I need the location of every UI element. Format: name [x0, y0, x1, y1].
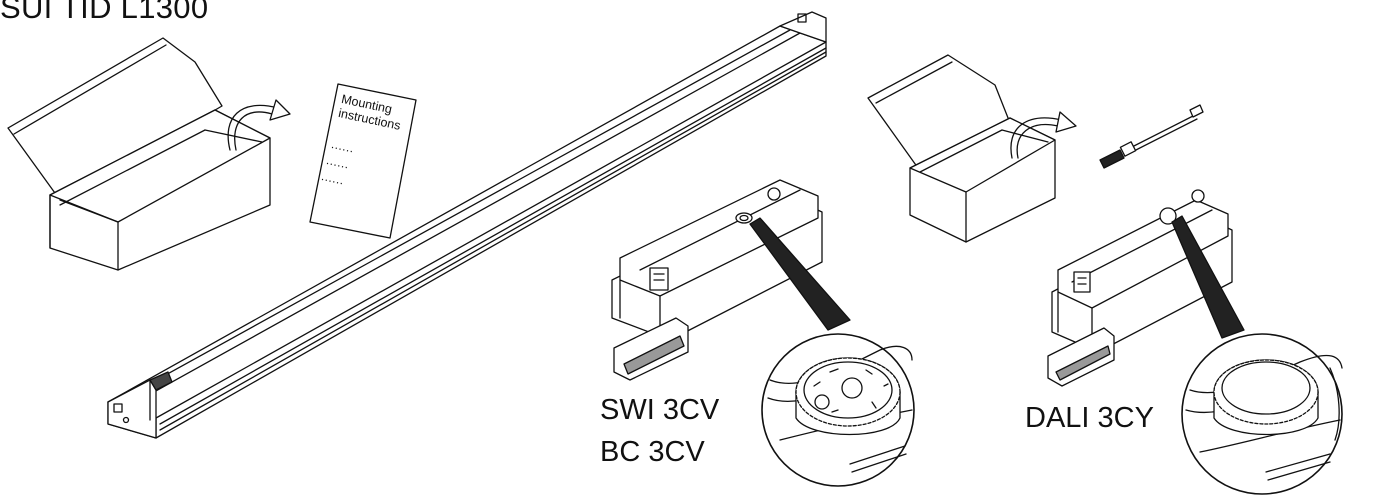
track-rail — [108, 12, 826, 438]
product-title: SUI TID L1300 — [0, 0, 209, 25]
zoom-detail-right — [1182, 334, 1342, 494]
cable-connector — [1100, 105, 1203, 168]
variant-label-swi: SWI 3CV — [600, 394, 720, 426]
instructions-sheet — [310, 84, 416, 238]
open-box-large — [8, 38, 290, 270]
variant-label-dali: DALI 3CY — [1025, 402, 1154, 434]
driver-module-left — [612, 180, 850, 380]
open-box-small — [868, 55, 1076, 242]
variant-label-bc: BC 3CV — [600, 436, 705, 468]
driver-module-right — [1048, 190, 1244, 386]
zoom-detail-left — [762, 334, 914, 486]
